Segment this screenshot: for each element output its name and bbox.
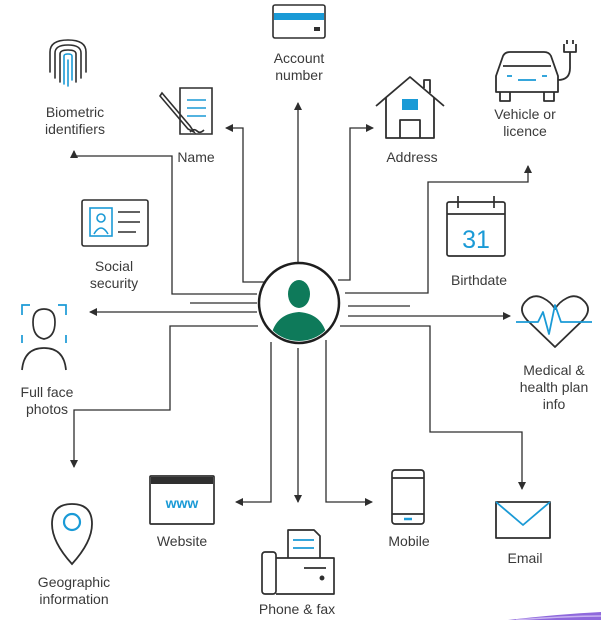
arrow-biometric (70, 150, 257, 295)
label-website: Website (156, 533, 208, 549)
fingerprint-icon (49, 39, 87, 87)
arrow-mobile (325, 340, 373, 506)
person-avatar-icon (257, 261, 341, 345)
fax-machine-icon (261, 529, 335, 595)
heart-pulse-icon (516, 295, 592, 348)
map-pin-icon (51, 503, 93, 566)
connector-lines (70, 102, 532, 506)
label-phone-fax: Phone & fax (258, 601, 336, 617)
corner-swoosh (508, 612, 601, 620)
label-name: Name (177, 149, 215, 165)
arrow-website (235, 342, 272, 506)
label-mobile: Mobile (388, 533, 430, 549)
www-badge: www (165, 495, 199, 511)
mobile-phone-icon (391, 469, 425, 525)
label-email: Email (507, 550, 543, 566)
label-birthdate: Birthdate (450, 272, 508, 288)
calendar-day: 31 (462, 226, 490, 254)
house-icon (375, 76, 445, 139)
envelope-icon (495, 501, 551, 539)
arrow-address (338, 124, 374, 281)
arrow-geographic (70, 325, 258, 468)
arrow-email (340, 325, 526, 490)
electric-car-icon (495, 40, 577, 102)
browser-icon (149, 475, 215, 525)
face-scan-icon (21, 304, 67, 371)
document-pen-icon (158, 87, 213, 135)
arrow-name (225, 124, 265, 283)
card-icon (272, 4, 326, 39)
label-address: Address (386, 149, 438, 165)
id-card-icon (81, 199, 149, 247)
arrow-vehicle (345, 165, 532, 294)
calendar-icon (446, 196, 506, 257)
